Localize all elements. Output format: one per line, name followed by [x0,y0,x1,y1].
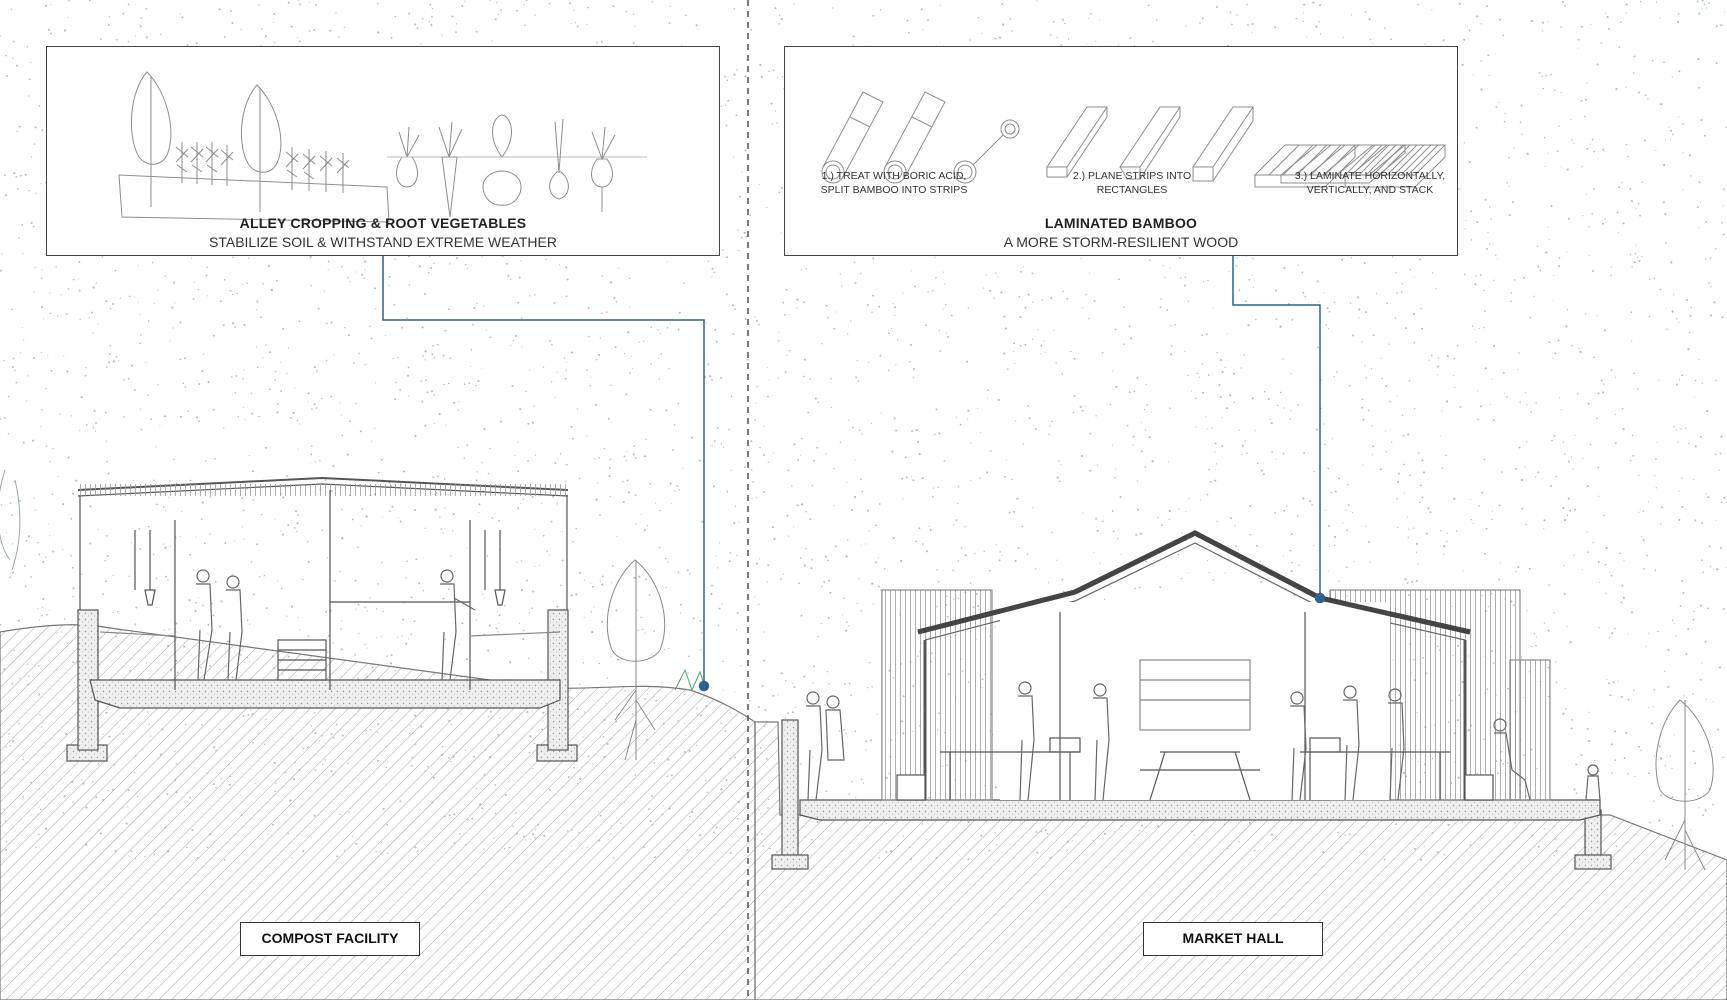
bamboo-strip-icon [953,119,1020,184]
alley-cropping-illustration [118,71,647,223]
beet-icon [396,126,420,188]
leader-line-laminated-bamboo [1232,255,1321,598]
laminate-vertical-stack-icon [1343,144,1447,188]
market-hall-section [771,530,1612,870]
laminate-stack-icons [1408,96,1608,186]
alley-cropping-title: ALLEY CROPPING & ROOT VEGETABLES [239,215,527,231]
site-vegetation [0,469,1714,871]
planed-strip-icon-3 [1192,106,1254,182]
onion-icon [549,118,569,200]
corn-row-left [175,142,234,186]
laminated-bamboo-title: LAMINATED BAMBOO [1044,215,1198,231]
planed-strip-icon [1046,106,1108,178]
bamboo-culm-icon [821,91,884,184]
leader-line-alley-cropping [382,255,705,686]
bamboo-step-2: 2.) PLANE STRIPS INTO RECTANGLES [1072,170,1192,196]
right-ground-section [754,721,1727,1000]
planed-strip-icon-2 [1119,106,1181,180]
compost-facility-section [66,476,578,762]
laminated-bamboo-subtitle: A MORE STORM-RESILIENT WOOD [1003,234,1239,250]
alley-cropping-panel: ALLEY CROPPING & ROOT VEGETABLES STABILI… [46,46,720,256]
leader-dot-laminated-bamboo [1314,592,1326,604]
bamboo-step-1: 1.) TREAT WITH BORIC ACID, SPLIT BAMBOO … [820,170,968,196]
corn-row-right [285,147,350,193]
alley-cropping-subtitle: STABILIZE SOIL & WITHSTAND EXTREME WEATH… [209,234,557,250]
potato-plant-icon [482,114,522,206]
laminated-stack-illustration [1253,144,1447,188]
tree-middle [240,84,282,173]
laminate-horizontal-stack-icon [1253,144,1357,188]
compost-facility-label: COMPOST FACILITY [240,922,420,956]
bamboo-step-3: 3.) LAMINATE HORIZONTALLY, VERTICALLY, A… [1294,170,1446,196]
laminated-bamboo-panel: 1.) TREAT WITH BORIC ACID, SPLIT BAMBOO … [784,46,1458,256]
market-hall-label: MARKET HALL [1143,922,1323,956]
tree-left [130,71,172,165]
leader-lines [382,255,1326,692]
leader-dot-alley-cropping [698,680,710,692]
laminated-bamboo-illustration [821,91,1407,184]
beet-icon-2 [591,126,616,212]
carrot-icon [438,121,463,218]
bamboo-culm-split-icon [883,91,946,184]
